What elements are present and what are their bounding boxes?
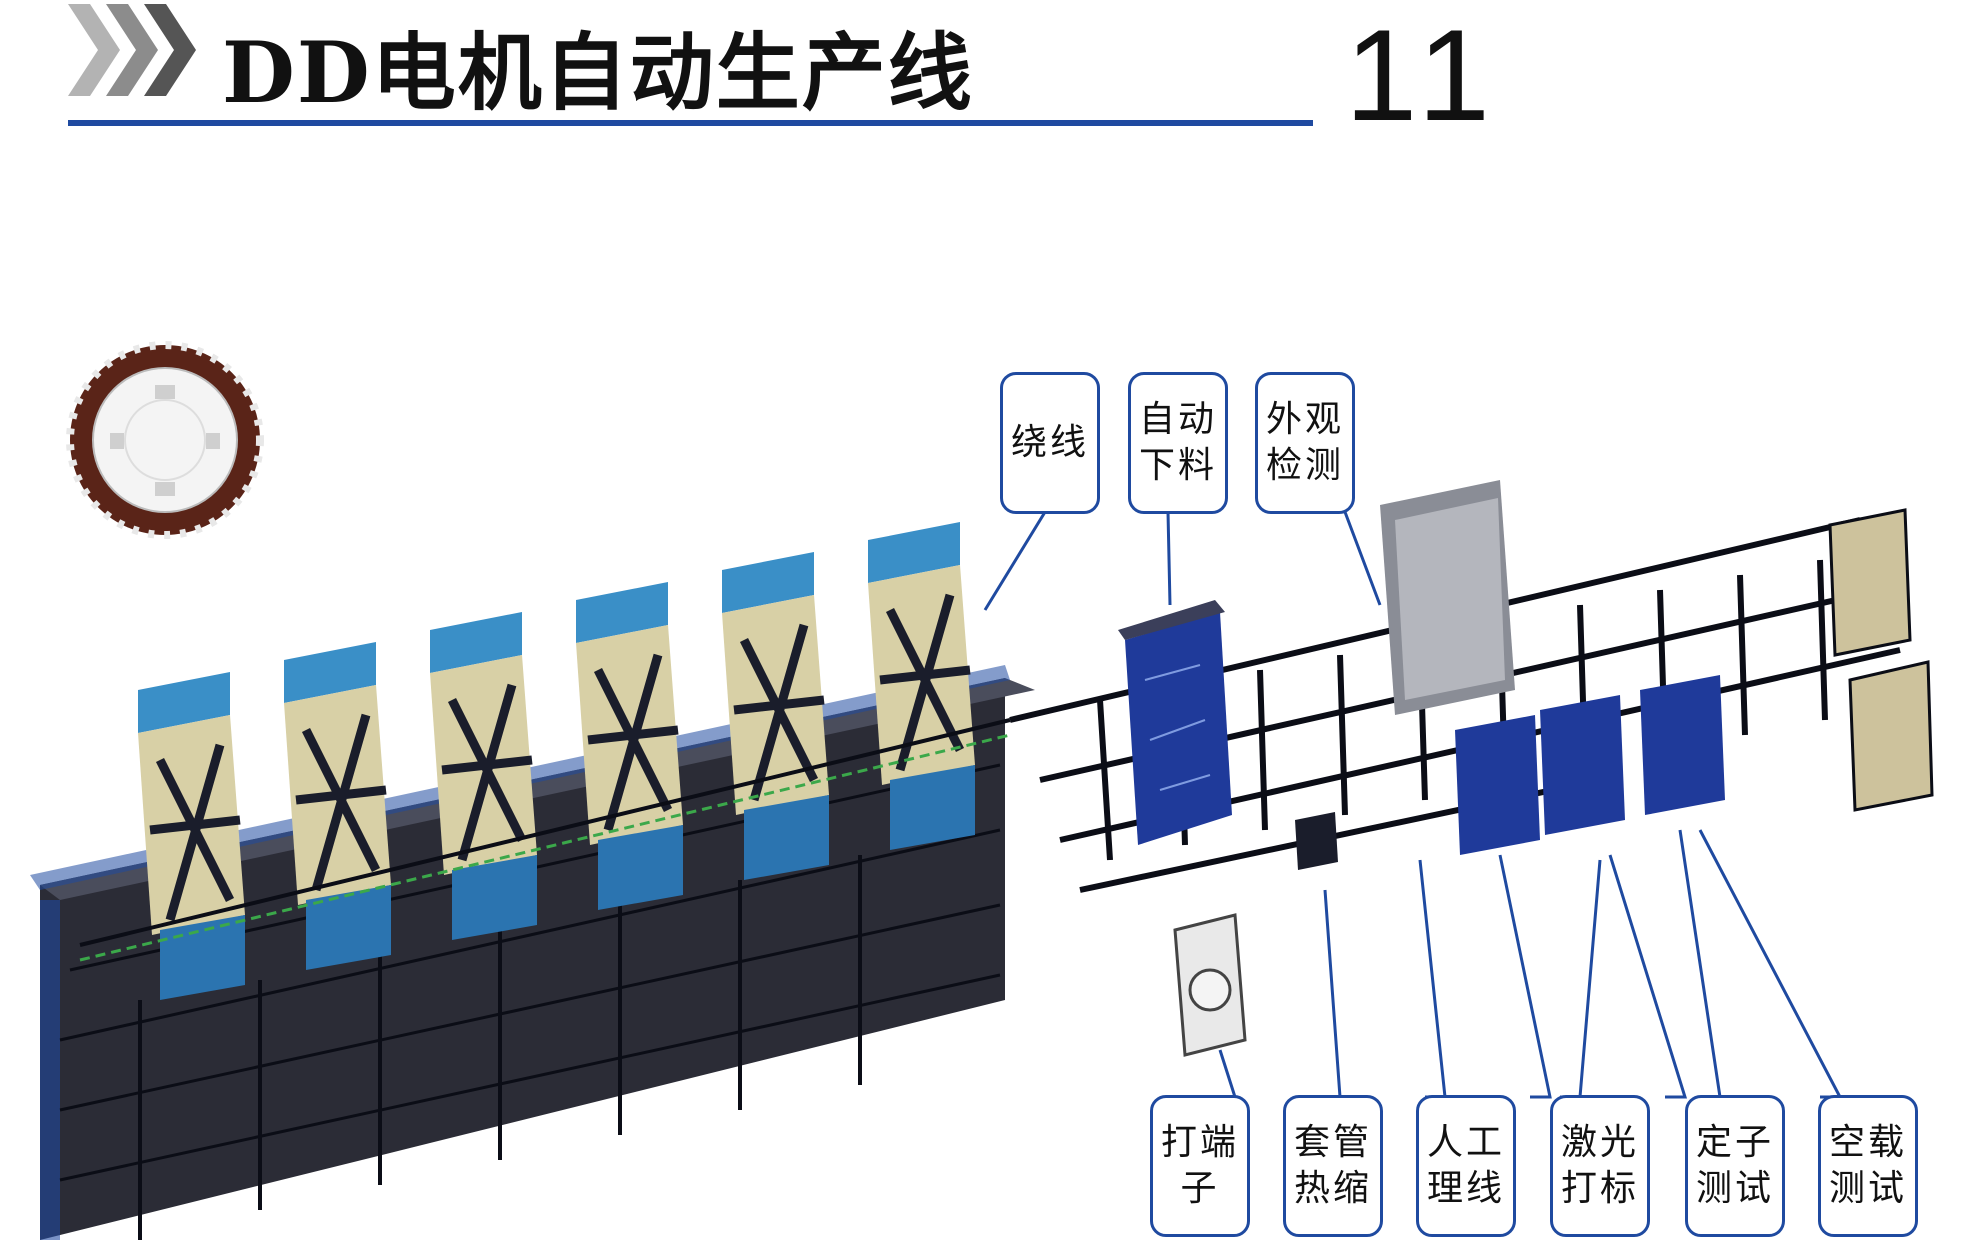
page-number: 11 [1345, 2, 1500, 148]
test-cabinets [1828, 508, 1934, 812]
stator-icon [66, 341, 264, 539]
callout-line: 空载 [1828, 1122, 1907, 1163]
callout-line: 自动 [1138, 399, 1217, 440]
terminal-crimper [1173, 913, 1247, 1057]
callout-sleeve-heat-shrink: 套管 热缩 [1283, 1095, 1383, 1237]
callout-visual-inspection: 外观 检测 [1255, 372, 1355, 514]
callout-no-load-test: 空载 测试 [1818, 1095, 1918, 1237]
callout-auto-unloading: 自动 下料 [1128, 372, 1228, 514]
callout-line: 人工 [1426, 1122, 1505, 1163]
callout-line: 理线 [1426, 1168, 1505, 1209]
process-units [1295, 675, 1725, 870]
callout-line: 测试 [1828, 1168, 1907, 1209]
callout-line: 打端 [1160, 1122, 1239, 1163]
inspection-unit [1380, 480, 1515, 715]
callout-laser-marking: 激光 打标 [1550, 1095, 1650, 1237]
callout-line: 定子 [1695, 1122, 1774, 1163]
callout-line: 子 [1180, 1168, 1220, 1209]
winding-line-machine [30, 522, 1035, 1240]
winding-station [576, 582, 683, 910]
callout-line: 检测 [1265, 445, 1344, 486]
callout-winding: 绕线 [1000, 372, 1100, 514]
callout-line: 套管 [1293, 1122, 1372, 1163]
winding-station [722, 552, 829, 880]
unloading-unit [1118, 600, 1232, 845]
callout-line: 激光 [1560, 1122, 1639, 1163]
callout-terminal-crimping: 打端 子 [1150, 1095, 1250, 1237]
callout-line: 测试 [1695, 1168, 1774, 1209]
title-underline [68, 120, 1313, 126]
header: DD电机自动生产线 11 [0, 0, 1975, 160]
callout-line: 下料 [1138, 445, 1217, 486]
winding-station [430, 612, 537, 940]
chevron-arrows-icon [68, 4, 196, 96]
winding-station [868, 522, 975, 850]
callout-line: 绕线 [1010, 422, 1089, 463]
winding-station [284, 642, 391, 970]
page-title: DD电机自动生产线 [222, 23, 974, 122]
callout-line: 打标 [1560, 1168, 1639, 1209]
callout-stator-test: 定子 测试 [1685, 1095, 1785, 1237]
callout-manual-wire-dressing: 人工 理线 [1416, 1095, 1516, 1237]
callout-line: 外观 [1265, 399, 1344, 440]
winding-station [138, 672, 245, 1000]
callout-line: 热缩 [1293, 1168, 1372, 1209]
